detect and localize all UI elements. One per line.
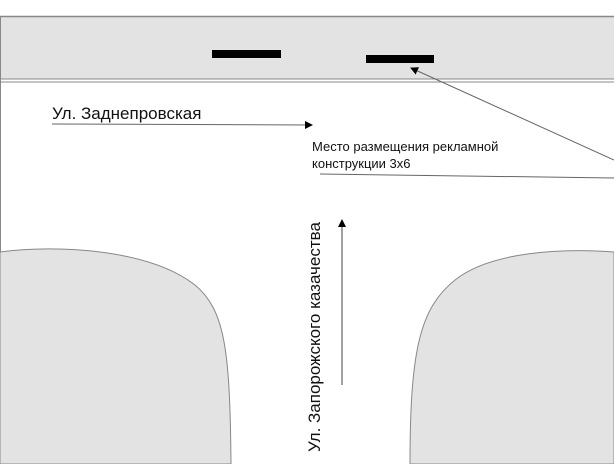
annotation-line-1: Место размещения рекламной	[312, 139, 499, 154]
street-label-zadneprovskaya: Ул. Заднепровская	[52, 104, 202, 123]
billboard-proposed	[366, 55, 434, 63]
street-label-zaporozhskogo: Ул. Запорожского казачества	[305, 222, 324, 452]
right-block	[409, 250, 614, 464]
top-sidewalk-area	[0, 16, 614, 79]
annotation-leader	[319, 173, 614, 179]
billboard-existing	[212, 50, 281, 58]
billboard-annotation: Место размещения рекламной конструкции 3…	[312, 138, 498, 172]
street-direction-arrow	[51, 120, 313, 129]
pointer-arrow	[410, 67, 614, 161]
annotation-line-2: конструкции 3х6	[312, 156, 411, 171]
left-block	[0, 248, 232, 464]
